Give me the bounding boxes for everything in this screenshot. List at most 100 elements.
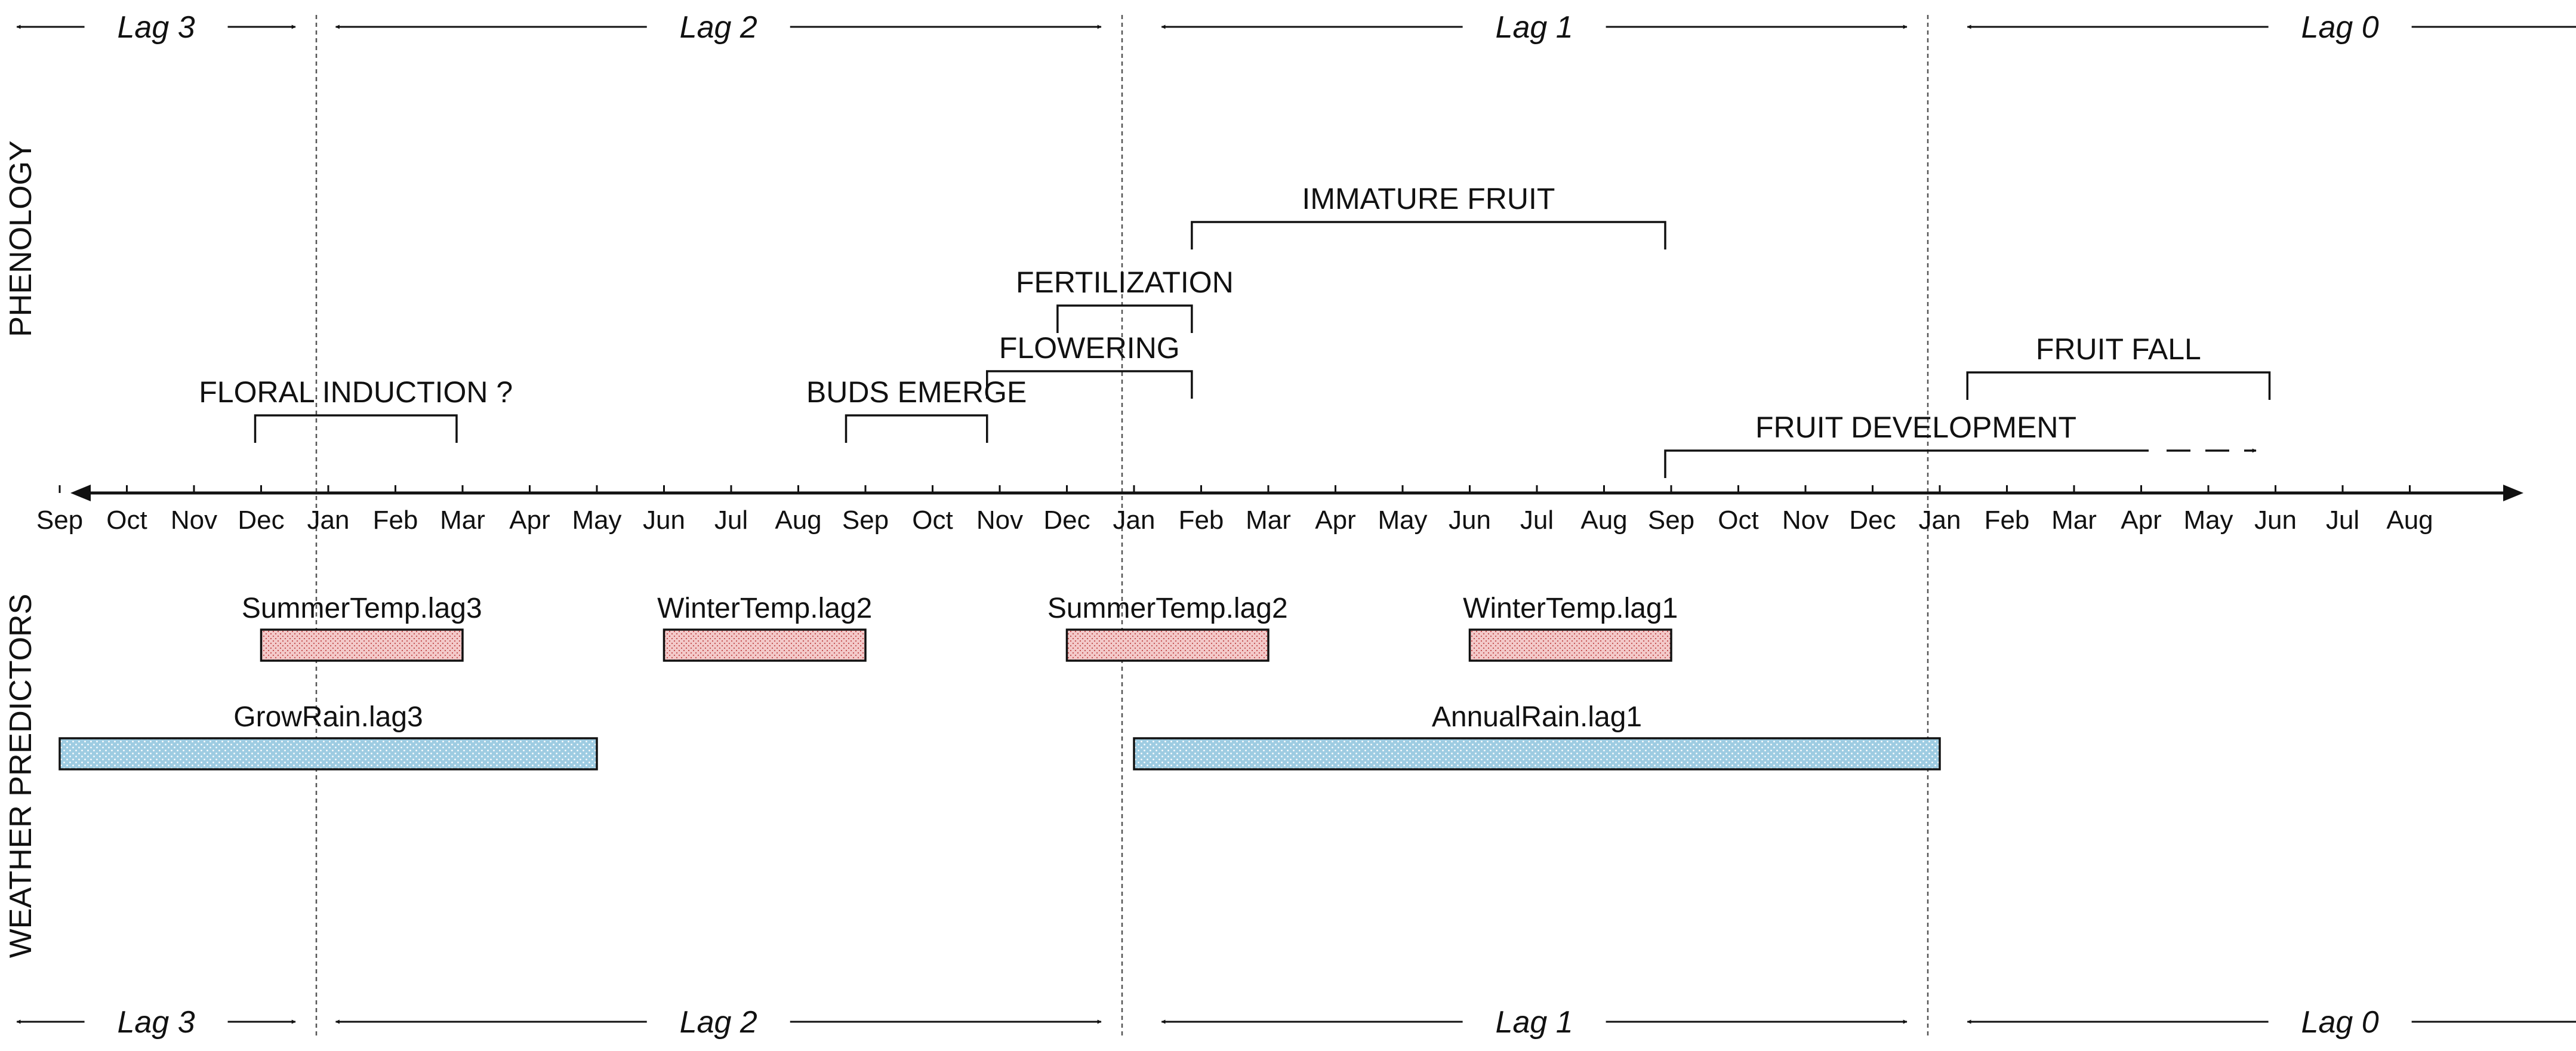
- month-label: Mar: [2051, 506, 2097, 535]
- month-axis: Sep Oct Nov Dec Jan Feb Mar Apr May Jun Jul Aug Sep O…: [36, 485, 2523, 535]
- lag-label: Lag 3: [117, 10, 195, 45]
- predictor-bar: [1468, 628, 1672, 662]
- stage-bracket: [986, 370, 1193, 399]
- stage-bracket: [1056, 304, 1193, 333]
- stage-label: FRUIT DEVELOPMENT: [1755, 411, 2076, 444]
- lag-marker-lag-0: Lag 0: [1967, 1005, 2576, 1040]
- predictor-label: SummerTemp.lag3: [242, 593, 482, 624]
- month-label: May: [2183, 506, 2233, 535]
- predictor-label: GrowRain.lag3: [233, 701, 423, 733]
- predictor-annualrain-lag1: AnnualRain.lag1: [1133, 701, 1941, 770]
- lag-label: Lag 3: [117, 1005, 195, 1040]
- predictor-bar: [1065, 628, 1269, 662]
- lag-label: Lag 0: [2301, 1005, 2379, 1040]
- month-label: Sep: [1648, 506, 1694, 535]
- lag-label: Lag 1: [1496, 1005, 1573, 1040]
- stage-bracket: [1191, 221, 1666, 249]
- month-label: Jan: [307, 506, 350, 535]
- stage-label: FERTILIZATION: [1016, 266, 1234, 299]
- predictor-summertemp-lag2: SummerTemp.lag2: [1047, 593, 1288, 662]
- month-label: Sep: [36, 506, 83, 535]
- lag-label: Lag 1: [1496, 10, 1573, 45]
- lag-marker-lag-1: Lag 1: [1161, 10, 1908, 45]
- lag-label: Lag 2: [680, 1005, 757, 1040]
- month-label: Jun: [2254, 506, 2297, 535]
- month-label: Jul: [2326, 506, 2359, 535]
- stage-fruit-development: FRUIT DEVELOPMENT: [1664, 411, 2257, 478]
- stage-immature-fruit: IMMATURE FRUIT: [1191, 182, 1666, 249]
- predictor-label: WinterTemp.lag2: [657, 593, 872, 624]
- lag-label: Lag 0: [2301, 10, 2379, 45]
- lag-header-top: Lag 3 Lag 2 Lag 1 Lag 0: [16, 10, 2576, 45]
- stage-label: BUDS EMERGE: [806, 375, 1027, 409]
- month-label: Dec: [238, 506, 284, 535]
- month-label: Jul: [714, 506, 748, 535]
- lag-label: Lag 2: [680, 10, 757, 45]
- lag-marker-lag-1: Lag 1: [1161, 1005, 1908, 1040]
- stage-bracket: [1966, 371, 2271, 400]
- predictor-bar: [58, 737, 598, 770]
- phenology-stages: FLORAL INDUCTION ? BUDS EMERGE FLOWERING FE…: [199, 182, 2271, 478]
- stage-flowering: FLOWERING: [986, 331, 1193, 399]
- month-label: Apr: [2121, 506, 2161, 535]
- stage-bracket: [1664, 449, 2149, 478]
- weather-predictors-side-label: WEATHER PREDICTORS: [4, 594, 38, 958]
- month-label: Nov: [171, 506, 217, 535]
- lag-header-bottom: Lag 3 Lag 2 Lag 1 Lag 0: [16, 1005, 2576, 1040]
- lag-marker-lag-2: Lag 2: [335, 1005, 1102, 1040]
- predictor-bar: [663, 628, 867, 662]
- month-label: Sep: [842, 506, 889, 535]
- month-label: Feb: [373, 506, 418, 535]
- month-label: Apr: [1315, 506, 1355, 535]
- stage-buds-emerge: BUDS EMERGE: [806, 375, 1027, 443]
- weather-predictors: SummerTemp.lag3 WinterTemp.lag2 SummerTemp…: [58, 593, 1941, 770]
- stage-label: FLORAL INDUCTION ?: [199, 375, 513, 409]
- month-label: Dec: [1043, 506, 1090, 535]
- stage-label: FRUIT FALL: [2036, 332, 2201, 366]
- predictor-label: AnnualRain.lag1: [1432, 701, 1642, 733]
- month-label: Jan: [1919, 506, 1961, 535]
- stage-floral-induction: FLORAL INDUCTION ?: [199, 375, 513, 443]
- month-label: May: [1378, 506, 1427, 535]
- month-label: Jun: [1449, 506, 1491, 535]
- predictor-wintertemp-lag2: WinterTemp.lag2: [657, 593, 872, 662]
- lag-marker-lag-3: Lag 3: [16, 10, 296, 45]
- predictor-bar: [260, 628, 464, 662]
- month-label: Mar: [1246, 506, 1291, 535]
- predictor-bar: [1133, 737, 1941, 770]
- axis-arrow-right: [2503, 485, 2523, 501]
- month-label: Aug: [775, 506, 821, 535]
- predictor-wintertemp-lag1: WinterTemp.lag1: [1463, 593, 1678, 662]
- month-label: Oct: [1718, 506, 1758, 535]
- month-label: Oct: [106, 506, 147, 535]
- month-label: Dec: [1849, 506, 1896, 535]
- stage-label: IMMATURE FRUIT: [1302, 182, 1555, 215]
- stage-bracket: [254, 414, 458, 443]
- phenology-side-label: PHENOLOGY: [4, 140, 38, 337]
- predictor-summertemp-lag3: SummerTemp.lag3: [242, 593, 482, 662]
- stage-fruit-fall: FRUIT FALL: [1966, 332, 2271, 400]
- stage-bracket: [845, 414, 988, 443]
- month-label: Aug: [1580, 506, 1627, 535]
- month-label: Feb: [1985, 506, 2030, 535]
- month-label: Jun: [643, 506, 685, 535]
- stage-fertilization: FERTILIZATION: [1016, 266, 1234, 333]
- month-label: Oct: [912, 506, 953, 535]
- month-label: Apr: [509, 506, 550, 535]
- lag-marker-lag-0: Lag 0: [1967, 10, 2576, 45]
- predictor-label: WinterTemp.lag1: [1463, 593, 1678, 624]
- predictor-label: SummerTemp.lag2: [1047, 593, 1288, 624]
- month-label: May: [572, 506, 621, 535]
- lag-marker-lag-2: Lag 2: [335, 10, 1102, 45]
- axis-arrow-left: [70, 485, 91, 501]
- month-label: Jan: [1113, 506, 1155, 535]
- month-label: Nov: [1782, 506, 1829, 535]
- month-label: Feb: [1179, 506, 1224, 535]
- month-label: Mar: [440, 506, 485, 535]
- month-label: Nov: [976, 506, 1023, 535]
- lag-marker-lag-3: Lag 3: [16, 1005, 296, 1040]
- month-label: Jul: [1520, 506, 1554, 535]
- stage-label: FLOWERING: [999, 331, 1180, 365]
- predictor-growrain-lag3: GrowRain.lag3: [58, 701, 598, 770]
